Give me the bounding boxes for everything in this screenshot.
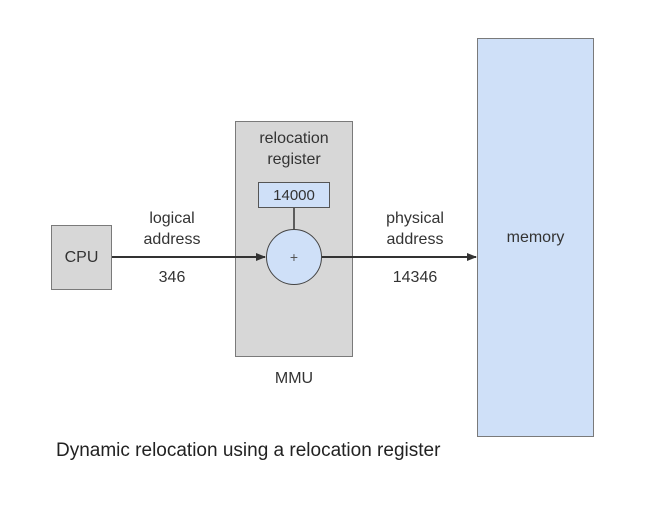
relocation-register-value: 14000	[273, 186, 315, 204]
physical-address-label-line-2: address	[386, 231, 444, 248]
logical-address-label-line-1: logical	[149, 210, 195, 227]
relocation-register-value-box: 14000	[258, 182, 330, 208]
memory-label: memory	[506, 228, 565, 246]
logical-address-label: logical address	[130, 208, 214, 250]
cpu-box: CPU	[51, 225, 112, 290]
memory-box: memory	[477, 38, 594, 437]
physical-address-value: 14346	[392, 269, 438, 286]
relocation-register-label: relocation register	[235, 128, 353, 170]
cpu-label: CPU	[64, 248, 99, 266]
logical-address-label-line-2: address	[143, 231, 201, 248]
mmu-label: MMU	[274, 370, 314, 387]
diagram-caption: Dynamic relocation using a relocation re…	[56, 440, 441, 461]
adder-circle: +	[266, 229, 322, 285]
physical-address-label-line-1: physical	[386, 210, 444, 227]
plus-icon: +	[289, 249, 299, 265]
mmu-box	[235, 121, 353, 357]
relocation-register-label-line-2: register	[267, 151, 321, 168]
relocation-register-label-line-1: relocation	[259, 130, 329, 147]
logical-address-value: 346	[158, 269, 186, 286]
physical-address-label: physical address	[372, 208, 458, 250]
